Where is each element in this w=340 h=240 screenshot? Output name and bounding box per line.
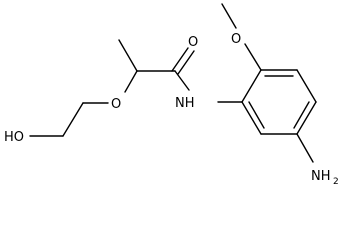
- ether-oxygen-label: O: [111, 97, 121, 112]
- bond-ring-methoxy-o: [244, 43, 262, 71]
- bond-methoxy-o-methyl: [221, 3, 237, 29]
- carbonyl-double-bond-b: [177, 50, 195, 75]
- hydroxyl-label: HO: [4, 130, 24, 145]
- benzene-ring: [241, 69, 317, 135]
- ring-double-bond-2: [293, 101, 310, 129]
- ring-bond-top-left: [241, 69, 262, 103]
- amide-nitrogen-label: NH: [175, 96, 195, 111]
- carbonyl-double-bond-a: [171, 47, 189, 72]
- carbonyl-oxygen-label: O: [188, 35, 198, 50]
- ring-bond-top-right: [296, 69, 317, 103]
- bond-alpha-c-ether-o: [124, 70, 138, 93]
- ring-bond-bottom-right: [296, 101, 317, 135]
- bond-ring-amine: [296, 133, 314, 163]
- bond-ch2-ch2: [62, 102, 84, 137]
- amine-label: NH 2: [311, 169, 339, 187]
- bond-alpha-c-methyl: [118, 39, 138, 72]
- chemical-structure-diagram: O NH 2 NH O O HO: [4, 3, 339, 187]
- ring-double-bond-3: [248, 101, 265, 129]
- methoxy-oxygen-label: O: [231, 32, 241, 47]
- bond-amide-n-carbonyl-c: [174, 70, 190, 91]
- amine-nitrogen-label: NH: [311, 169, 331, 184]
- ring-bond-bottom-left: [241, 101, 262, 135]
- amine-subscript-label: 2: [333, 177, 339, 187]
- structure-canvas: O NH 2 NH O O HO: [4, 3, 339, 187]
